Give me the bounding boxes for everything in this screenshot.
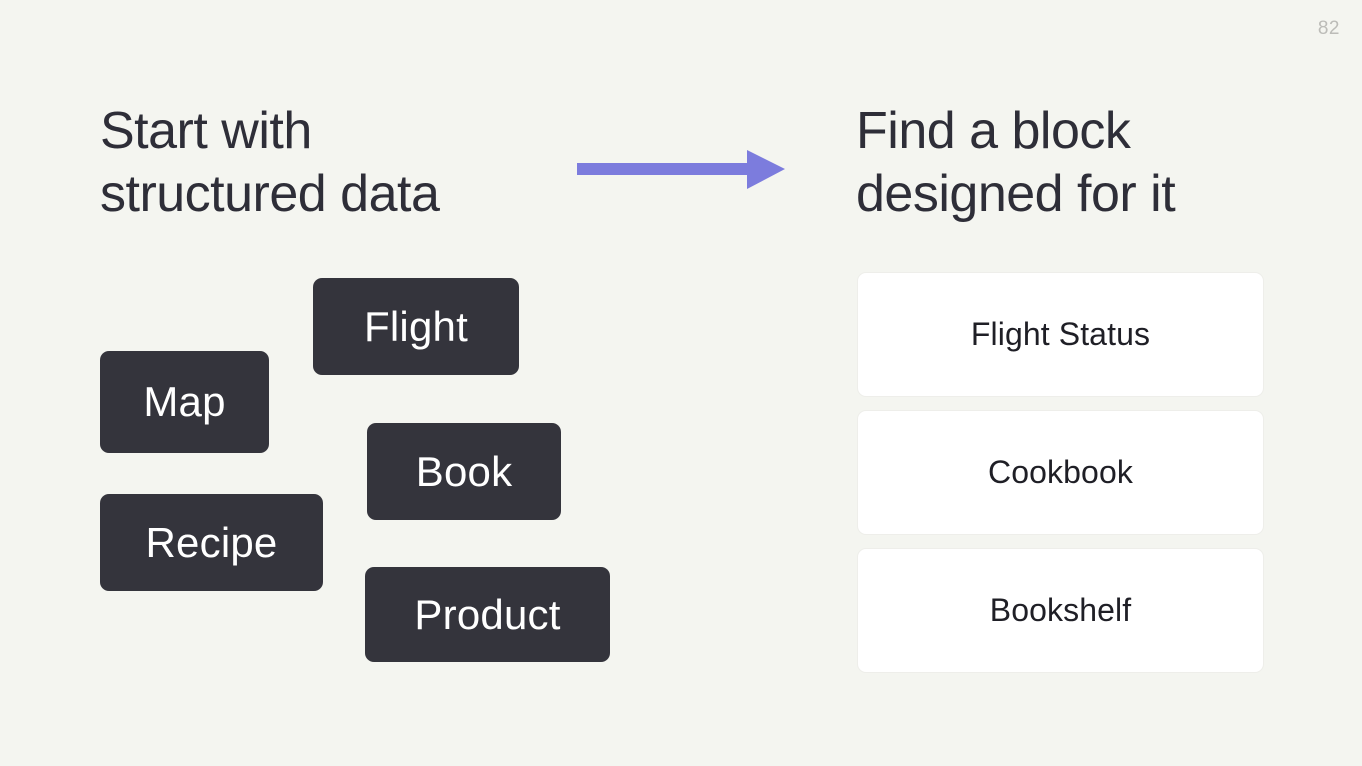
- right-heading: Find a block designed for it: [856, 102, 1176, 223]
- chip-label: Flight: [364, 302, 468, 350]
- arrow-right-icon: [575, 145, 790, 195]
- chip-product: Product: [365, 567, 610, 662]
- chip-label: Book: [415, 447, 513, 495]
- block-card-label: Bookshelf: [989, 592, 1132, 628]
- block-card-label: Cookbook: [988, 454, 1133, 490]
- left-heading: Start with structured data: [100, 102, 440, 223]
- block-card-bookshelf[interactable]: Bookshelf: [857, 548, 1264, 673]
- page-number: 82: [1317, 18, 1340, 39]
- chip-book: Book: [367, 423, 561, 520]
- block-card-flight-status[interactable]: Flight Status: [857, 272, 1264, 397]
- chip-label: Map: [143, 378, 226, 425]
- chip-recipe: Recipe: [100, 494, 323, 591]
- chip-label: Recipe: [145, 518, 278, 566]
- chip-label: Product: [414, 590, 561, 638]
- chip-flight: Flight: [313, 278, 519, 375]
- block-card-cookbook[interactable]: Cookbook: [857, 410, 1264, 535]
- block-card-label: Flight Status: [970, 316, 1151, 352]
- chip-map: Map: [100, 351, 269, 453]
